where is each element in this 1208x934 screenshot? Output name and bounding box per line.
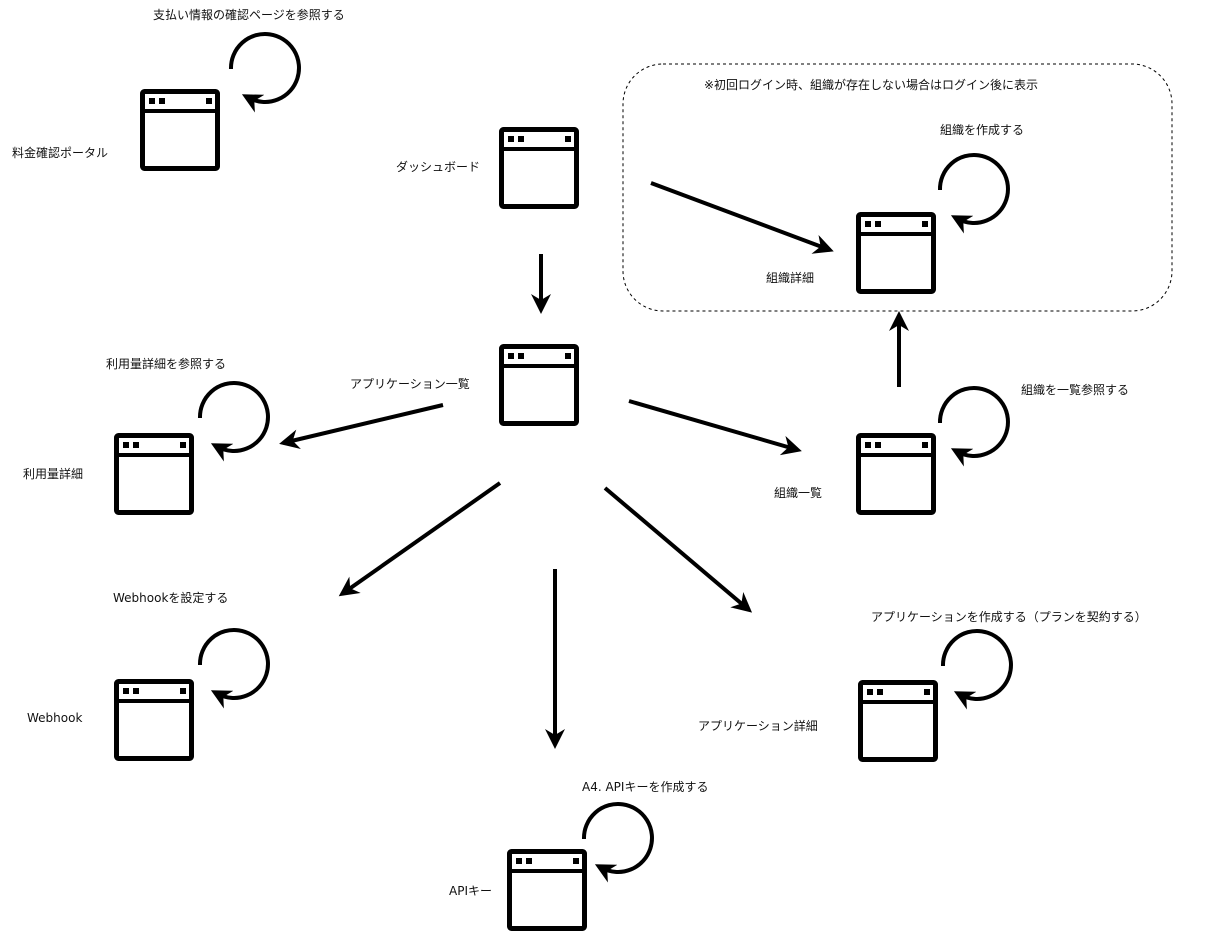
action-label-org-detail: 組織を作成する xyxy=(940,123,1025,137)
screen-icon-org-detail[interactable] xyxy=(859,215,934,292)
screen-icon-api-key[interactable] xyxy=(510,852,585,929)
arrow-app-list-to-usage-detail xyxy=(279,403,444,450)
screen-icon-usage-detail[interactable] xyxy=(117,436,192,513)
screen-icon-dashboard[interactable] xyxy=(502,130,577,207)
action-label-usage-detail: 利用量詳細を参照する xyxy=(106,357,227,371)
screen-icon-app-detail[interactable] xyxy=(861,683,936,760)
action-label-api-key: A4. APIキーを作成する xyxy=(582,780,709,794)
first-login-group xyxy=(622,63,1173,312)
action-label-billing-portal: 支払い情報の確認ページを参照する xyxy=(153,8,345,22)
screen-icon-webhook[interactable] xyxy=(117,682,192,759)
screen-label-org-list: 組織一覧 xyxy=(774,486,823,500)
screen-icon-app-list[interactable] xyxy=(502,347,577,424)
arrow-app-list-to-app-detail xyxy=(603,486,753,613)
group-note: ※初回ログイン時、組織が存在しない場合はログイン後に表示 xyxy=(704,78,1039,92)
self-loop-usage-detail xyxy=(197,381,270,462)
arrow-app-list-to-org-list xyxy=(628,399,802,456)
arrow-app-list-to-webhook xyxy=(338,481,502,597)
screen-label-app-detail: アプリケーション詳細 xyxy=(698,719,818,733)
screen-label-dashboard: ダッシュボード xyxy=(396,160,481,174)
action-label-org-list: 組織を一覧参照する xyxy=(1021,383,1130,397)
self-loop-org-list xyxy=(937,386,1010,467)
screen-label-api-key: APIキー xyxy=(449,884,492,898)
screen-icon-billing-portal[interactable] xyxy=(143,92,218,169)
arrow-dashboard-to-org-detail xyxy=(650,181,834,254)
self-loop-app-detail xyxy=(940,629,1013,710)
action-label-app-detail: アプリケーションを作成する（プランを契約する） xyxy=(871,610,1147,624)
screen-label-usage-detail: 利用量詳細 xyxy=(23,467,84,481)
self-loop-billing-portal xyxy=(228,32,301,113)
self-loop-org-detail xyxy=(937,153,1010,234)
screen-label-webhook: Webhook xyxy=(27,711,83,725)
action-label-webhook: Webhookを設定する xyxy=(113,591,229,605)
screen-icon-org-list[interactable] xyxy=(859,436,934,513)
self-loop-api-key xyxy=(581,802,654,883)
self-loop-webhook xyxy=(197,628,270,709)
screen-label-app-list: アプリケーション一覧 xyxy=(350,377,470,391)
screen-label-billing-portal: 料金確認ポータル xyxy=(12,146,109,160)
screen-label-org-detail: 組織詳細 xyxy=(766,271,815,285)
